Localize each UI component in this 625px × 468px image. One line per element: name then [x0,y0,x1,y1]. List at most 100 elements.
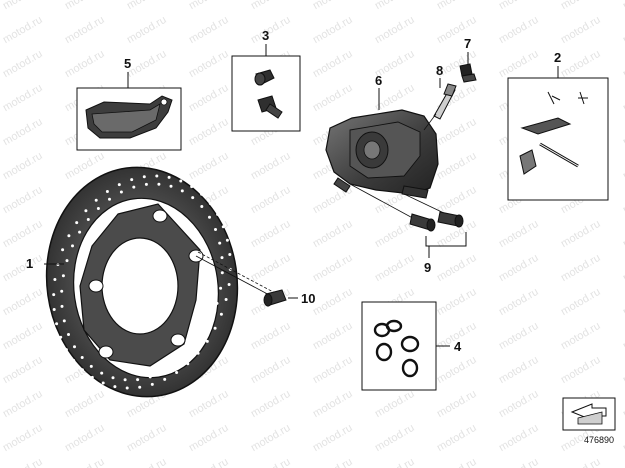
disc-drill-hole [190,185,194,189]
disc-drill-hole [155,174,159,178]
callout-7: 7 [464,36,471,51]
disc-drill-hole [220,256,224,260]
retaining-kit-box [507,66,609,201]
disc-bolt-leader [195,251,278,299]
disc-drill-hole [136,378,140,382]
disc-drill-hole [175,371,179,374]
disc-drill-hole [169,184,173,188]
disc-drill-hole [90,375,94,379]
disc-drill-hole [86,218,90,221]
disc-drill-hole [80,356,84,359]
disc-drill-hole [200,205,204,208]
disc-drill-hole [60,289,64,293]
disc-drill-hole [157,182,161,186]
disc-drill-hole [194,343,198,346]
disc-drill-hole [208,202,212,205]
cap-small [254,69,275,86]
brake-pad [85,95,173,139]
disc-drill-hole [220,271,224,275]
cap-screw [257,95,283,119]
disc-drill-hole [89,364,93,368]
brake-disc [45,166,239,398]
disc-bolt [263,289,298,307]
disc-drill-hole [191,196,195,200]
callout-5: 5 [124,56,131,71]
callout-3: 3 [262,28,269,43]
disc-drill-hole [138,385,142,389]
disc-drill-hole [214,228,217,231]
bleeder-caps-box [231,44,301,132]
disc-drill-hole [75,221,79,225]
o-ring-box [361,301,450,391]
caliper-bolt-leaders [349,183,447,223]
disc-drill-hole [78,230,82,234]
callout-4: 4 [454,339,462,354]
disc-drill-hole [208,215,211,219]
disc-drill-hole [202,330,206,334]
disc-drill-hole [205,339,209,343]
disc-drill-hole [179,179,183,183]
disc-drill-hole [148,375,152,379]
disc-drill-hole [200,192,204,196]
disc-drill-hole [96,207,100,210]
disc-drill-hole [111,376,115,380]
disc-drill-hole [163,377,167,381]
diagram-number: 476890 [583,435,615,445]
disc-drill-hole [100,371,104,375]
disc-drill-hole [101,381,105,385]
callout-2: 2 [554,50,561,65]
disc-drill-hole [144,182,148,186]
disc-drill-hole [227,283,231,286]
disc-drill-hole [228,253,232,256]
disc-drill-hole [184,354,188,357]
disc-drill-hole [142,175,146,179]
disc-drill-hole [64,348,68,352]
disc-drill-hole [150,382,154,386]
disc-drill-hole [53,278,57,281]
disc-drill-hole [130,178,134,182]
disc-drill-hole [216,212,220,216]
disc-drill-hole [186,362,190,366]
caliper-bolts [409,211,467,258]
disc-drill-hole [224,298,228,301]
disc-drill-hole [62,319,66,323]
disc-drill-hole [52,293,56,297]
disc-drill-hole [60,304,64,308]
disc-drill-hole [219,312,223,316]
disc-drill-hole [210,316,213,320]
direction-reference-box [562,397,616,431]
disc-drill-hole [213,326,217,330]
pad-box [76,72,182,151]
disc-drill-hole [55,322,59,326]
disc-drill-hole [218,241,222,245]
disc-drill-hole [219,286,223,290]
disc-drill-hole [123,378,127,382]
disc-drill-hole [59,335,63,339]
disc-drill-hole [65,259,69,263]
disc-drill-hole [167,175,171,179]
disc-drill-hole [61,274,65,278]
disc-drill-hole [67,234,71,238]
disc-drill-hole [196,351,200,355]
disc-drill-hole [221,225,225,229]
disc-drill-hole [173,363,176,367]
disc-drill-hole [71,244,74,248]
disc-drill-hole [72,359,76,362]
disc-drill-hole [117,183,121,187]
disc-drill-hole [119,190,123,194]
callout-1: 1 [26,256,33,271]
callout-labels: 1 2 3 4 5 6 7 8 9 10 [26,28,561,354]
disc-drill-hole [215,301,219,305]
callout-8: 8 [436,63,443,78]
disc-drill-hole [180,189,184,193]
disc-drill-hole [61,248,65,252]
callout-6: 6 [375,73,382,88]
disc-drill-hole [80,368,84,372]
disc-drill-hole [67,333,70,336]
disc-drill-hole [125,386,129,390]
disc-drill-hole [105,190,109,193]
bleeder-cap [459,52,477,83]
disc-drill-hole [52,308,56,311]
disc-drill-hole [161,370,165,374]
